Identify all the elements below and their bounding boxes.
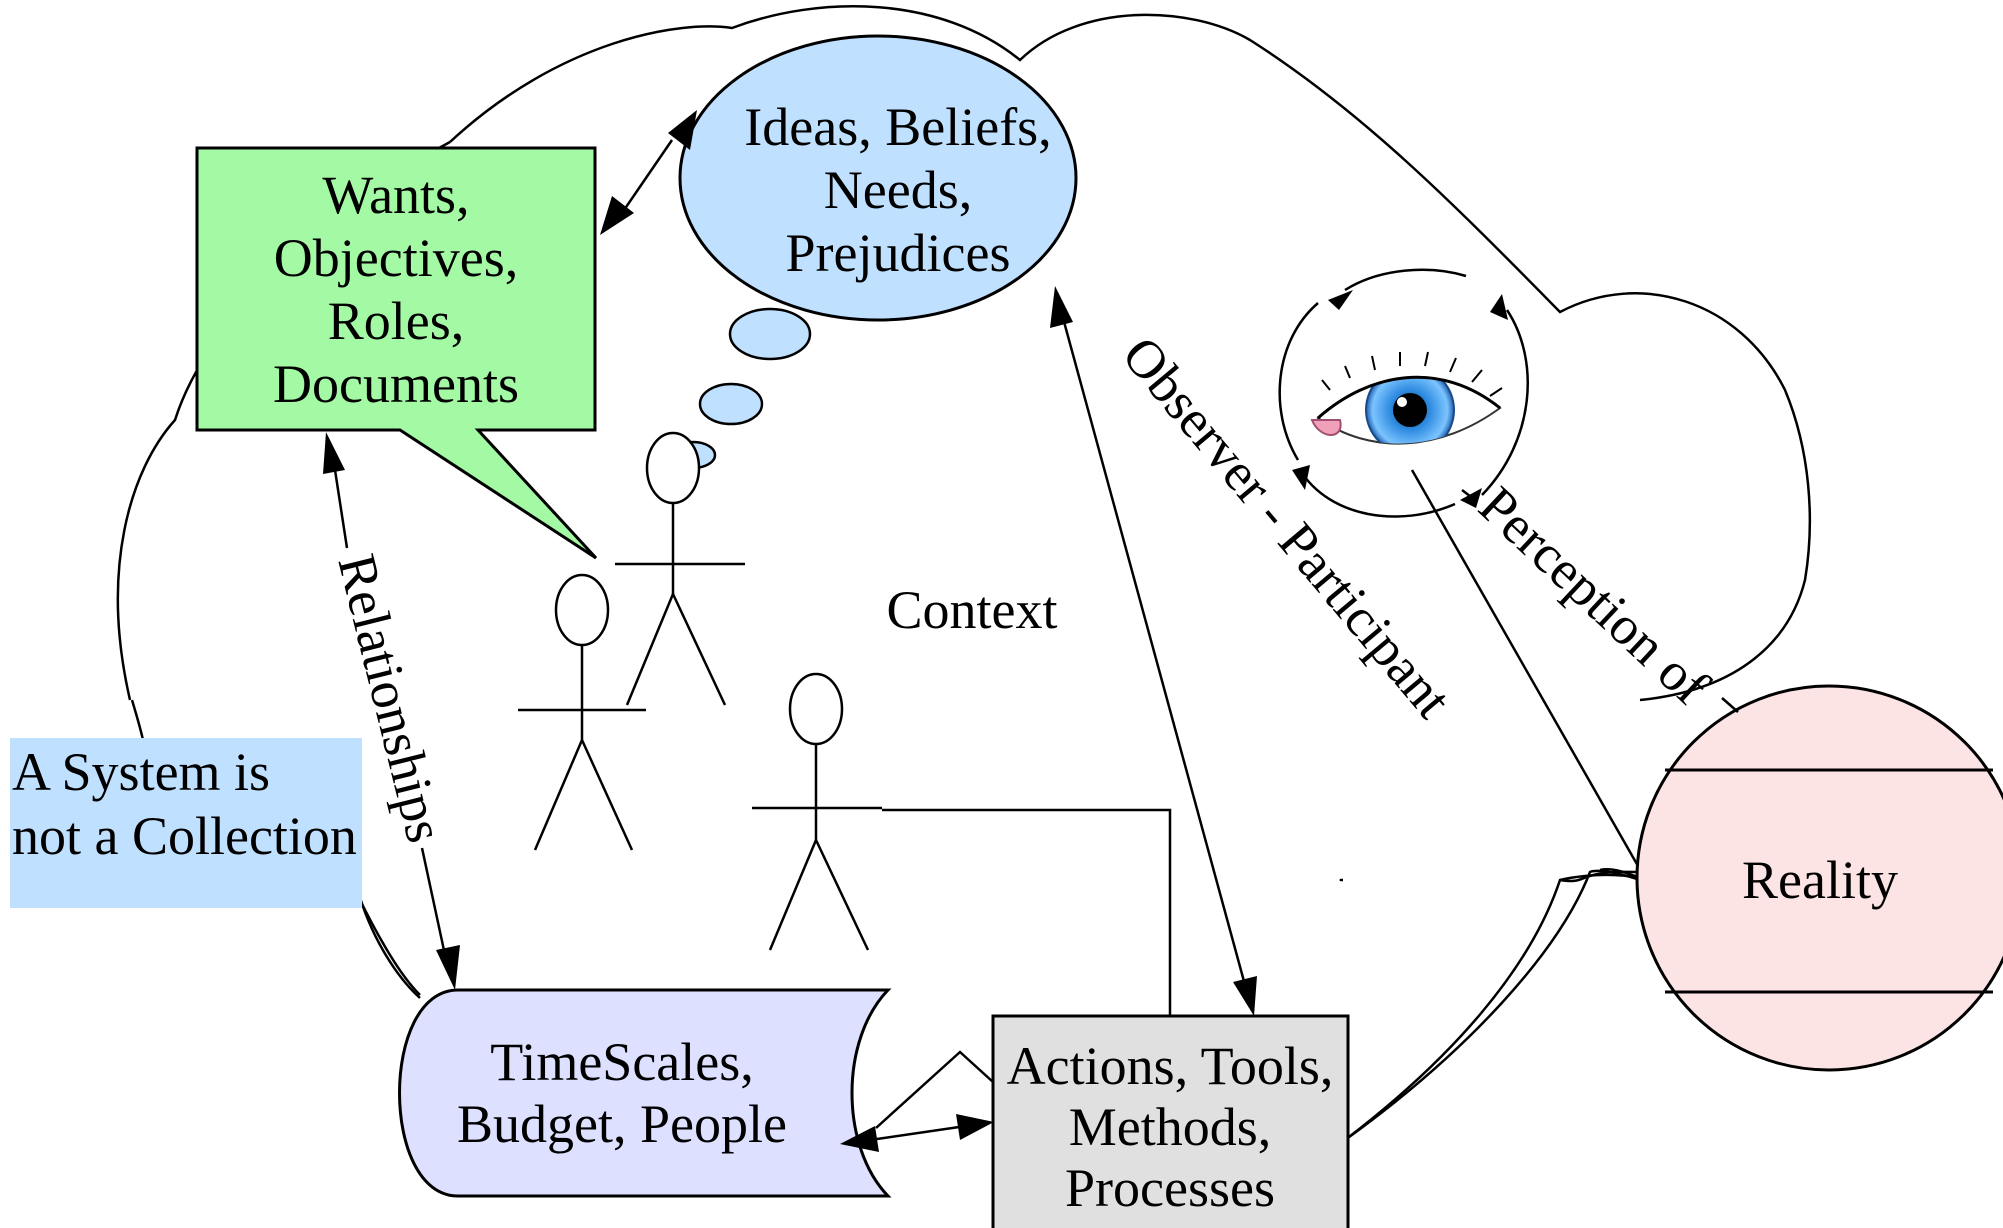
reality-label: Reality [1742, 850, 1898, 910]
timescales-line-2: Budget, People [457, 1094, 787, 1154]
context-cloud-lower-left [358, 899, 421, 996]
wants-line-1: Wants, [322, 165, 469, 225]
wants-line-3: Roles, [328, 291, 465, 351]
system-note-line-2: not a Collection [12, 806, 357, 866]
perception-line-left [1461, 489, 1476, 501]
context-cloud [449, 5, 1812, 1142]
thought-bubble-medium [698, 382, 764, 426]
system-note: A System is not a Collection [10, 738, 362, 908]
thought-bubble-large [728, 307, 812, 361]
eye-icon [1310, 351, 1503, 445]
arrow-relationships [323, 432, 460, 990]
stick-figure-left [518, 573, 646, 851]
ideas-line-3: Prejudices [786, 223, 1011, 283]
eye-to-reality-line [1410, 469, 1640, 867]
wants-line-4: Documents [273, 354, 519, 414]
stick-figure-right [752, 672, 882, 951]
ideas-line-1: Ideas, Beliefs, [744, 97, 1051, 157]
actions-line-2: Methods, [1069, 1097, 1272, 1157]
context-cloud-right-under [1559, 870, 1637, 883]
arrow-wants-ideas [600, 110, 697, 235]
context-label: Context [887, 580, 1058, 640]
stick-figure-back [615, 431, 745, 706]
ideas-line-2: Needs, [824, 160, 972, 220]
timescales-shape: TimeScales, Budget, People [398, 988, 892, 1198]
actions-line-3: Processes [1065, 1158, 1275, 1218]
arrow-timescales-actions [840, 1050, 994, 1152]
figure-to-actions-connector [882, 808, 1172, 1015]
perception-label: Perception of [1468, 475, 1721, 716]
ideas-bubble: Ideas, Beliefs, Needs, Prejudices [669, 34, 1078, 470]
actions-line-1: Actions, Tools, [1007, 1036, 1334, 1096]
actions-box: Actions, Tools, Methods, Processes [991, 1014, 1350, 1228]
perception-line-right [1721, 697, 1739, 713]
arrow-ideas-actions [1050, 286, 1257, 1016]
wants-callout: Wants, Objectives, Roles, Documents [195, 146, 598, 560]
timescales-line-1: TimeScales, [490, 1032, 754, 1092]
reality-circle: Reality [1635, 684, 2003, 1072]
context-cloud-lower-right [1344, 873, 1641, 1141]
wants-line-2: Objectives, [274, 228, 518, 288]
system-note-line-1: A System is [12, 742, 270, 802]
